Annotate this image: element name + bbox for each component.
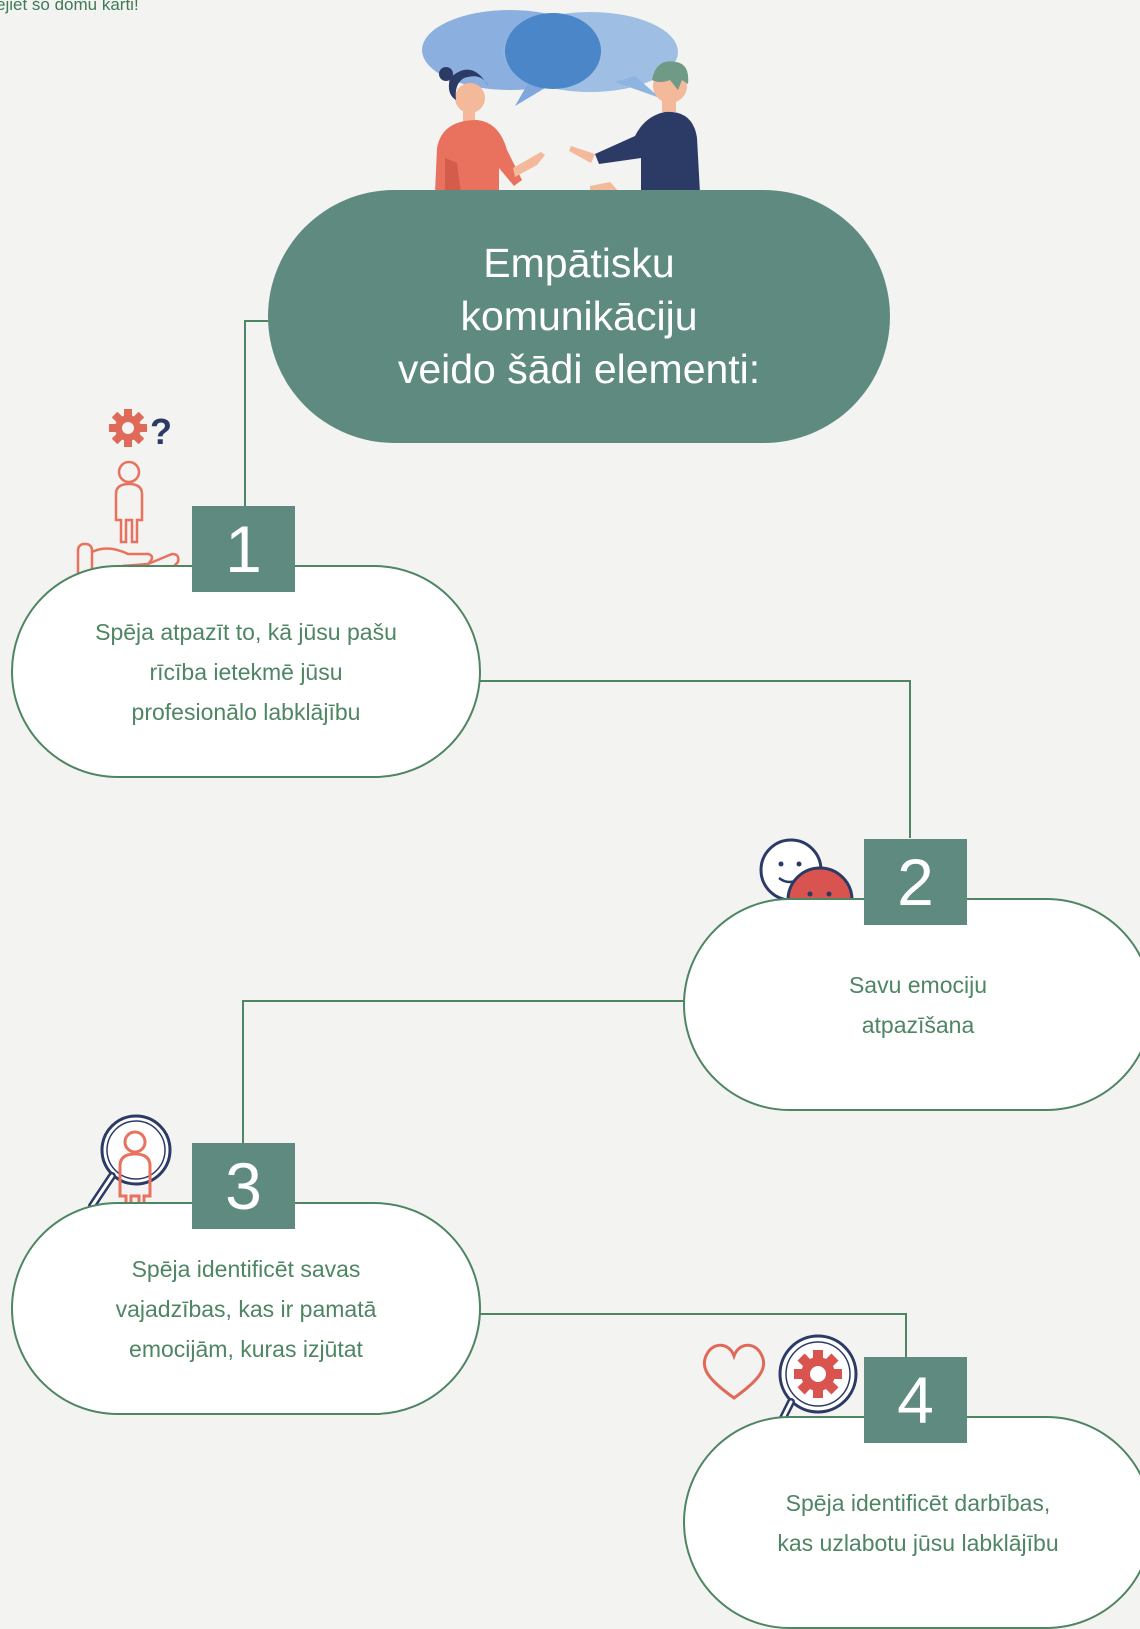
element-2-text: Savu emociju atpazīšana [848,971,988,1038]
question-mark-icon: ? [150,411,172,452]
gear-icon [794,1350,842,1398]
connector-title-to-1 [244,320,268,507]
connector-3-to-4 [475,1313,907,1357]
connector-1-to-2 [475,680,911,838]
heart-icon [702,1343,766,1400]
conversation-illustration [422,10,700,193]
element-4-text: Spēja identificēt darbības, kas uzlabotu… [777,1489,1059,1556]
title-line-3: veido šādi elementi: [397,346,761,392]
element-2-pill: Savu emociju atpazīšana [683,898,1140,1111]
element-4-pill: Spēja identificēt darbības, kas uzlabotu… [683,1416,1140,1629]
top-text: ejiet šo domu karti! [0,0,139,14]
element-1-pill: Spēja atpazīt to, kā jūsu pašu rīcība ie… [11,565,481,778]
magnifier-icon [88,1114,172,1210]
man-figure-icon [569,61,700,193]
person-hand-question-icon: ? [76,409,180,596]
element-3-number: 3 [192,1143,295,1229]
element-4-number: 4 [864,1357,967,1443]
gear-icon [109,409,147,447]
title-line-2: komunikāciju [460,293,698,339]
title-pill: Empātisku komunikāciju veido šādi elemen… [268,190,890,443]
person-magnifier-icon [88,1114,172,1234]
woman-figure-icon [435,67,545,193]
element-3-text: Spēja identificēt savas vajadzības, kas … [115,1255,377,1362]
connector-2-to-3 [242,1000,684,1143]
element-2-number: 2 [864,839,967,925]
person-outline-icon [114,460,144,544]
title-line-1: Empātisku [483,240,675,286]
element-1-text: Spēja atpazīt to, kā jūsu pašu rīcība ie… [95,618,397,725]
element-1-number: 1 [192,506,295,592]
element-3-pill: Spēja identificēt savas vajadzības, kas … [11,1202,481,1415]
